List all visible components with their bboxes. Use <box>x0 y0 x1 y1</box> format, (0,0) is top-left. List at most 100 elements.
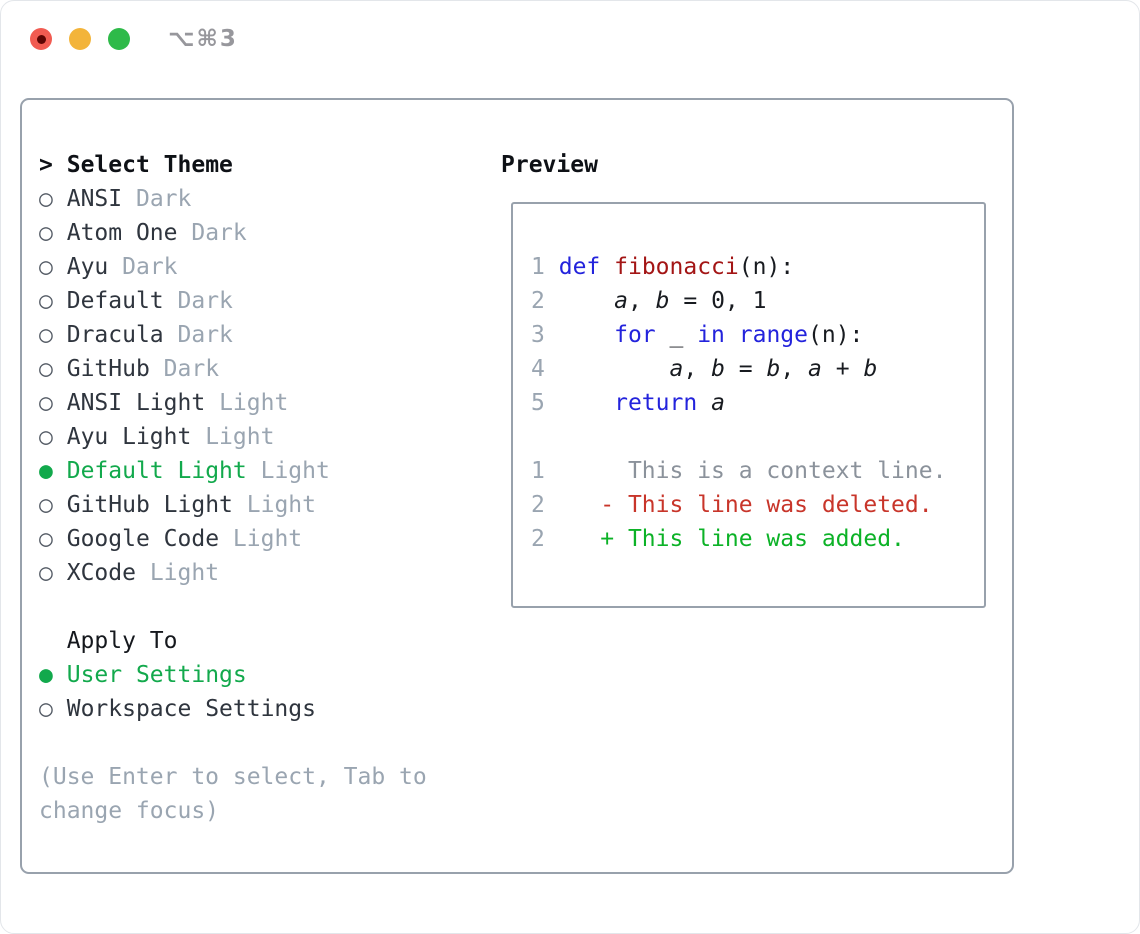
code-token: + <box>821 356 864 382</box>
code-token: fibonacci <box>614 254 739 280</box>
code-token: = <box>724 356 767 382</box>
radio-unselected-icon: ○ <box>39 492 53 518</box>
radio-unselected-icon: ○ <box>39 696 53 722</box>
line-number: 2 <box>531 492 545 518</box>
code-token <box>559 390 614 416</box>
theme-option-ansi-light-light[interactable]: ○ ANSI Light Light <box>39 386 501 420</box>
code-token: + This line was added. <box>558 526 905 552</box>
close-button[interactable] <box>30 28 52 50</box>
code-token: a <box>711 390 725 416</box>
code-token <box>559 288 614 314</box>
code-token: (n): <box>738 254 795 280</box>
theme-option-ayu-light-light[interactable]: ○ Ayu Light Light <box>39 420 501 454</box>
code-token: = 0, 1 <box>669 288 767 314</box>
code-token: return <box>614 390 698 416</box>
theme-name: GitHub <box>66 356 150 382</box>
theme-option-github-light-light[interactable]: ○ GitHub Light Light <box>39 488 501 522</box>
theme-variant-tag: Dark <box>191 220 247 246</box>
preview-line: 4 a, b = b, a + b <box>531 352 984 386</box>
radio-unselected-icon: ○ <box>39 186 53 212</box>
preview-line: 1 def fibonacci(n): <box>531 250 984 284</box>
theme-list: ○ ANSI Dark○ Atom One Dark○ Ayu Dark○ De… <box>39 182 501 590</box>
theme-option-google-code-light[interactable]: ○ Google Code Light <box>39 522 501 556</box>
radio-unselected-icon: ○ <box>39 390 53 416</box>
code-token: def <box>558 254 601 280</box>
code-token: a <box>669 356 684 382</box>
code-token: b <box>863 356 878 382</box>
line-number: 3 <box>531 322 545 348</box>
zoom-button[interactable] <box>108 28 130 50</box>
theme-option-github-dark[interactable]: ○ GitHub Dark <box>39 352 501 386</box>
preview-heading: Preview <box>501 152 598 178</box>
theme-name: GitHub Light <box>66 492 233 518</box>
theme-name: Default <box>66 288 164 314</box>
line-number: 2 <box>531 526 545 552</box>
code-token <box>600 254 614 280</box>
theme-picker-panel: > Select Theme ○ ANSI Dark○ Atom One Dar… <box>20 98 1014 874</box>
theme-name: Google Code <box>66 526 220 552</box>
code-token: _ <box>655 322 698 348</box>
theme-option-ayu-dark[interactable]: ○ Ayu Dark <box>39 250 501 284</box>
window-shortcut-label: ⌥⌘3 <box>168 26 238 52</box>
theme-variant-tag: Dark <box>163 356 220 382</box>
minimize-button[interactable] <box>69 28 91 50</box>
line-number: 5 <box>531 390 545 416</box>
select-theme-title: Select Theme <box>66 152 233 178</box>
theme-option-default-dark[interactable]: ○ Default Dark <box>39 284 501 318</box>
preview-line: 5 return a <box>531 386 984 420</box>
code-token <box>559 356 670 382</box>
theme-variant-tag: Light <box>260 458 330 484</box>
apply-option-workspace-settings[interactable]: ○ Workspace Settings <box>39 692 501 726</box>
theme-variant-tag: Dark <box>177 322 233 348</box>
line-number: 4 <box>531 356 545 382</box>
radio-unselected-icon: ○ <box>39 288 53 314</box>
close-button-dot <box>36 34 46 44</box>
radio-selected-icon: ● <box>39 662 53 688</box>
apply-to-heading: Apply To <box>66 628 178 654</box>
theme-option-xcode-light[interactable]: ○ XCode Light <box>39 556 501 590</box>
radio-unselected-icon: ○ <box>39 322 53 348</box>
apply-to-list: ● User Settings○ Workspace Settings <box>39 658 501 726</box>
theme-name: XCode <box>66 560 136 586</box>
theme-option-ansi-dark[interactable]: ○ ANSI Dark <box>39 182 501 216</box>
theme-variant-tag: Light <box>219 390 289 416</box>
preview-line: 3 for _ in range(n): <box>531 318 984 352</box>
theme-name: Ayu <box>66 254 109 280</box>
radio-unselected-icon: ○ <box>39 526 53 552</box>
apply-option-user-settings[interactable]: ● User Settings <box>39 658 501 692</box>
theme-option-dracula-dark[interactable]: ○ Dracula Dark <box>39 318 501 352</box>
line-number: 1 <box>531 458 545 484</box>
theme-option-atom-one-dark[interactable]: ○ Atom One Dark <box>39 216 501 250</box>
code-token: (n): <box>808 322 864 348</box>
code-token: , <box>780 356 809 382</box>
code-token: b <box>766 356 781 382</box>
radio-unselected-icon: ○ <box>39 220 53 246</box>
code-token: b <box>655 288 670 314</box>
radio-unselected-icon: ○ <box>39 560 53 586</box>
help-text-line1: (Use Enter to select, Tab to <box>39 764 427 790</box>
theme-name: Dracula <box>66 322 164 348</box>
select-theme-heading: > Select Theme <box>39 148 501 182</box>
radio-selected-icon: ● <box>39 458 53 484</box>
code-token: , <box>627 288 656 314</box>
theme-option-default-light-light[interactable]: ● Default Light Light <box>39 454 501 488</box>
theme-variant-tag: Light <box>246 492 316 518</box>
theme-name: ANSI Light <box>66 390 206 416</box>
preview-line: 2 - This line was deleted. <box>531 488 984 522</box>
theme-name: Atom One <box>66 220 178 246</box>
spacer <box>39 590 501 624</box>
line-number: 2 <box>531 288 545 314</box>
apply-option-label: User Settings <box>66 662 247 688</box>
code-token: in <box>697 322 725 348</box>
code-token: range <box>738 322 809 348</box>
theme-variant-tag: Dark <box>135 186 192 212</box>
code-token <box>559 322 614 348</box>
theme-name: Ayu Light <box>66 424 192 450</box>
window-titlebar: ⌥⌘3 <box>1 1 1139 77</box>
theme-variant-tag: Dark <box>122 254 178 280</box>
preview-line <box>531 420 984 454</box>
theme-selector-column: > Select Theme ○ ANSI Dark○ Atom One Dar… <box>39 148 501 872</box>
code-token: for <box>614 322 656 348</box>
